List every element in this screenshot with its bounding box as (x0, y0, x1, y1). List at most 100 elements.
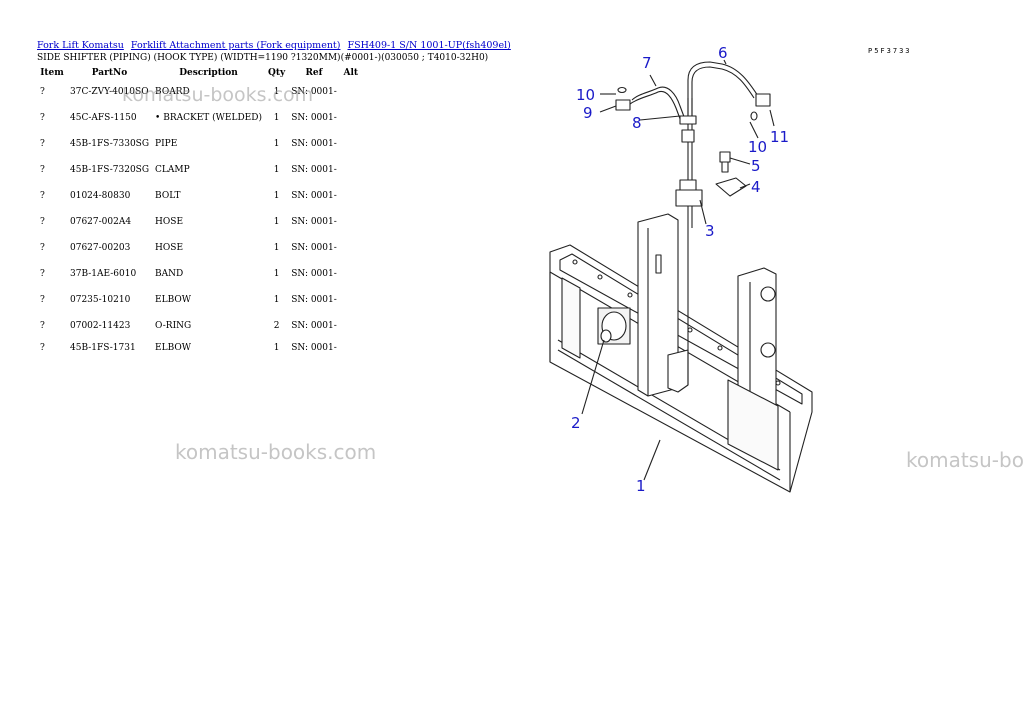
breadcrumb-link-forklift[interactable]: Fork Lift Komatsu (37, 40, 124, 51)
cell-description: O-RING (155, 321, 192, 331)
header-ref: Ref (305, 68, 323, 78)
callout-10-right: 10 (748, 138, 767, 156)
callout-1: 1 (636, 477, 646, 495)
cell-partno: 45B-1FS-1731 (70, 343, 136, 353)
cell-alt (340, 183, 362, 209)
cell-alt (340, 235, 362, 261)
cell-qty: 1 (273, 113, 280, 123)
cell-description: BAND (155, 269, 184, 279)
o-ring-10-left (617, 86, 627, 94)
cell-alt (340, 79, 362, 105)
table-row: ? 01024-80830 BOLT 1 SN: 0001- (37, 183, 362, 209)
table-row: ? 07002-11423 O-RING 2 SN: 0001- (37, 313, 362, 339)
cell-item: ? (40, 343, 45, 353)
cell-alt (340, 287, 362, 313)
cell-alt (340, 105, 362, 131)
callout-10-left: 10 (576, 86, 595, 104)
cell-ref: SN: 0001- (291, 321, 337, 331)
breadcrumb-link-attachment[interactable]: Forklift Attachment parts (Fork equipmen… (130, 40, 341, 51)
cell-ref: SN: 0001- (291, 295, 337, 305)
header-description: Description (179, 68, 238, 78)
cell-ref: SN: 0001- (291, 217, 337, 227)
cell-description: HOSE (155, 243, 184, 253)
table-row: ? 45C-AFS-1150 • BRACKET (WELDED) 1 SN: … (37, 105, 362, 131)
header-qty: Qty (267, 68, 286, 78)
callout-4: 4 (751, 178, 761, 196)
fitting-8 (679, 115, 697, 125)
callout-7: 7 (642, 54, 652, 72)
cell-ref: SN: 0001- (291, 191, 337, 201)
cell-alt (340, 209, 362, 235)
cell-ref: SN: 0001- (291, 139, 337, 149)
callout-6: 6 (718, 44, 728, 62)
hose-7 (631, 86, 687, 123)
cell-description: ELBOW (155, 295, 192, 305)
cell-item: ? (40, 295, 45, 305)
cell-ref: SN: 0001- (291, 113, 337, 123)
cell-item: ? (40, 113, 45, 123)
header-alt: Alt (343, 68, 359, 78)
cell-partno: 45B-1FS-7330SG (70, 139, 150, 149)
cell-item: ? (40, 321, 45, 331)
cell-partno: 07002-11423 (70, 321, 131, 331)
callout-3: 3 (705, 222, 715, 240)
cell-alt (340, 157, 362, 183)
watermark: komatsu-books.com (175, 440, 377, 464)
callout-8: 8 (632, 114, 642, 132)
table-header-row: Item PartNo Description Qty Ref Alt (37, 67, 362, 79)
cell-partno: 37C-ZVY-4010SO (70, 87, 149, 97)
band-3 (675, 189, 703, 207)
watermark: komatsu-books.com (906, 448, 1024, 472)
cell-description: BOARD (155, 87, 190, 97)
table-row: ? 37B-1AE-6010 BAND 1 SN: 0001- (37, 261, 362, 287)
table-row: ? 07627-002A4 HOSE 1 SN: 0001- (37, 209, 362, 235)
parts-diagram: 7 6 10 9 8 10 11 5 4 3 2 1 (549, 44, 813, 495)
cell-alt (340, 261, 362, 287)
cell-item: ? (40, 191, 45, 201)
left-plate (561, 277, 581, 359)
cell-qty: 1 (273, 295, 280, 305)
cell-item: ? (40, 87, 45, 97)
cell-qty: 1 (273, 243, 280, 253)
header-partno: PartNo (91, 68, 128, 78)
cell-item: ? (40, 139, 45, 149)
page-subtitle: SIDE SHIFTER (PIPING) (HOOK TYPE) (WIDTH… (37, 53, 489, 63)
table-row: ? 45B-1FS-7330SG PIPE 1 SN: 0001- (37, 131, 362, 157)
cell-description: CLAMP (155, 165, 190, 175)
cell-description: BOLT (155, 191, 181, 201)
bolt-5 (719, 151, 731, 163)
cell-partno: 07627-00203 (70, 243, 131, 253)
cell-alt (340, 313, 362, 339)
cell-qty: 1 (273, 191, 280, 201)
elbow-11 (755, 93, 771, 107)
o-ring-10-right (750, 111, 758, 121)
cell-alt (340, 131, 362, 157)
table-row: ? 37C-ZVY-4010SO BOARD 1 SN: 0001- (37, 79, 362, 105)
cell-ref: SN: 0001- (291, 269, 337, 279)
cell-ref: SN: 0001- (291, 243, 337, 253)
cell-qty: 1 (273, 217, 280, 227)
cell-qty: 2 (273, 321, 280, 331)
page-code: P5F3733 (868, 47, 912, 55)
cell-alt (340, 339, 362, 357)
cell-partno: 45B-1FS-7320SG (70, 165, 150, 175)
breadcrumb-link-model[interactable]: FSH409-1 S/N 1001-UP(fsh409el) (347, 40, 511, 51)
cell-ref: SN: 0001- (291, 343, 337, 353)
callout-5: 5 (751, 157, 761, 175)
callout-11: 11 (770, 128, 789, 146)
cell-qty: 1 (273, 139, 280, 149)
cell-qty: 1 (273, 269, 280, 279)
cell-description: • BRACKET (WELDED) (155, 113, 262, 123)
cell-ref: SN: 0001- (291, 87, 337, 97)
cell-qty: 1 (273, 343, 280, 353)
board-inner-top (559, 253, 803, 405)
callout-2: 2 (571, 414, 581, 432)
table-row: ? 45B-1FS-7320SG CLAMP 1 SN: 0001- (37, 157, 362, 183)
cell-description: HOSE (155, 217, 184, 227)
cell-qty: 1 (273, 165, 280, 175)
header-item: Item (40, 68, 64, 78)
breadcrumb: Fork Lift Komatsu Forklift Attachment pa… (37, 40, 515, 51)
cell-description: ELBOW (155, 343, 192, 353)
cell-qty: 1 (273, 87, 280, 97)
elbow-9 (615, 99, 631, 111)
